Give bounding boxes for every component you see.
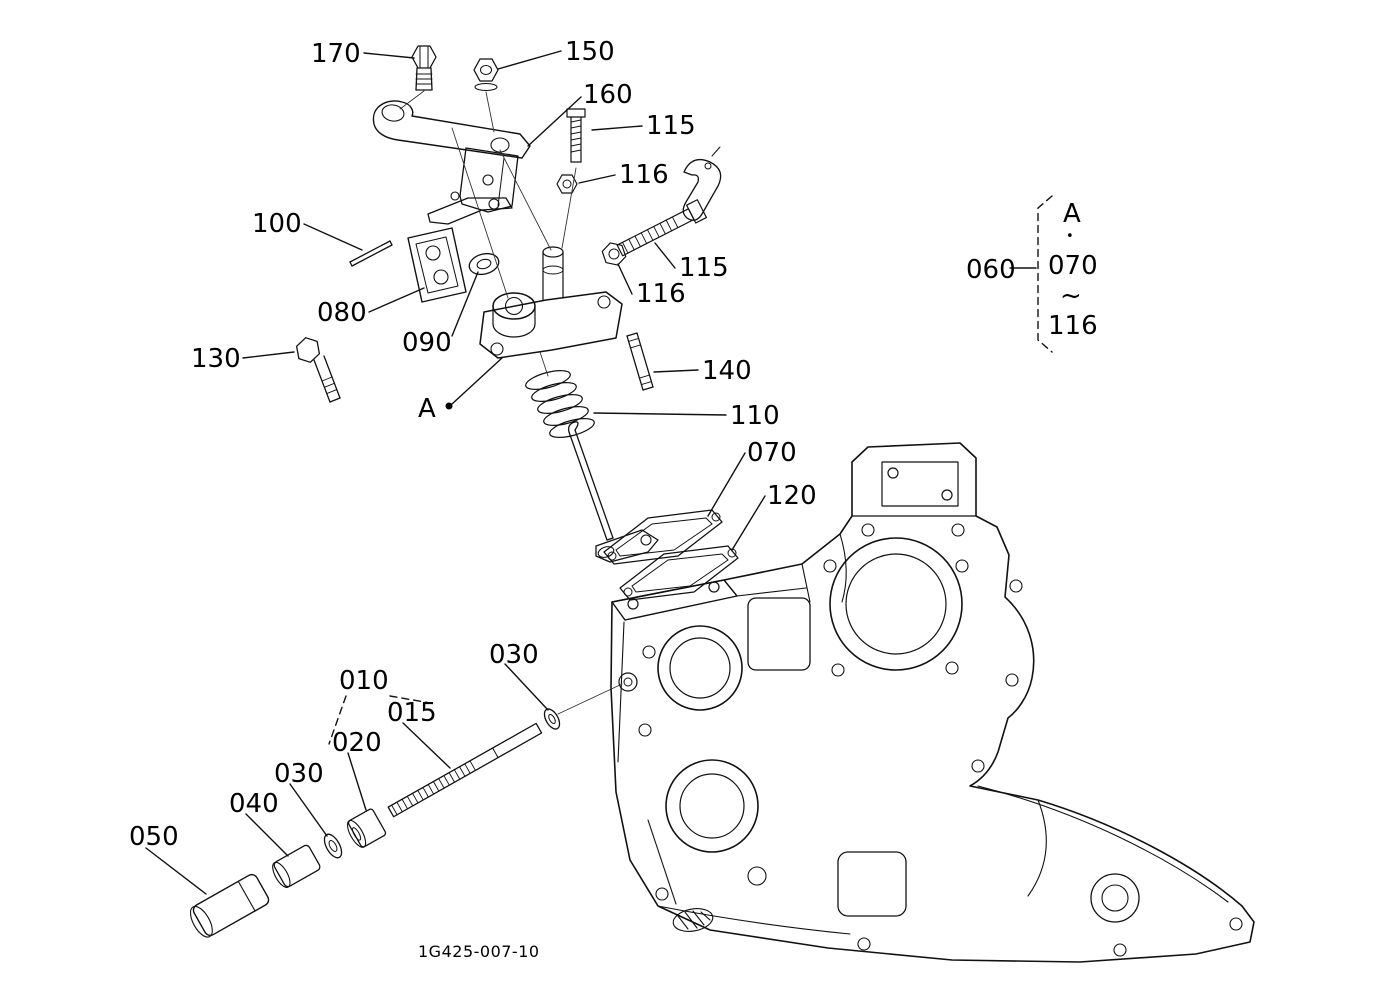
- callout-170-0: 170: [311, 39, 361, 69]
- housing-contours: [617, 533, 1229, 935]
- group-010-dash-right: [389, 695, 437, 705]
- section-marker-a: A: [418, 394, 436, 424]
- part-stud-140: [626, 332, 654, 391]
- group-010-dash-left: [328, 695, 347, 745]
- callout-050-22: 050: [129, 822, 179, 852]
- callout-090-9: 090: [402, 328, 452, 358]
- part-bolt-170: [411, 45, 437, 91]
- callout-116-7: 116: [636, 279, 686, 309]
- part-gasket-070: [603, 509, 723, 565]
- hatched-opening: [672, 908, 714, 932]
- callout-140-11: 140: [702, 356, 752, 386]
- group-brackets: [328, 195, 1053, 745]
- callout-130-10: 130: [191, 344, 241, 374]
- group-060-bracket: [1037, 195, 1053, 353]
- part-washer-030-a: [323, 833, 343, 859]
- callout-010-16: 010: [339, 666, 389, 696]
- callout-115-6: 115: [679, 253, 729, 283]
- bolt-holes: [638, 523, 1243, 957]
- part-nut-150: [473, 58, 499, 92]
- part-spring-110: [525, 370, 595, 438]
- callout-160-2: 160: [583, 80, 633, 110]
- callout-030-17: 030: [489, 640, 539, 670]
- part-stud-115-a: [566, 108, 586, 163]
- part-stud-115-b: [616, 199, 708, 257]
- part-gasket-120: [619, 545, 739, 601]
- leader-lines: [145, 50, 1037, 895]
- callout-115-3: 115: [646, 111, 696, 141]
- callout-060-15: 060: [966, 255, 1016, 285]
- part-bracket-160: [372, 100, 531, 213]
- part-cylinder-050: [189, 873, 270, 938]
- part-washer-030-b: [543, 708, 561, 730]
- callout-040-21: 040: [229, 789, 279, 819]
- drawing-code: 1G425-007-10: [418, 942, 540, 961]
- rod-hole: [618, 672, 638, 692]
- part-hook-lever: [682, 146, 722, 221]
- group-note-~-3: ~: [1060, 281, 1082, 311]
- callout-116-4: 116: [619, 160, 669, 190]
- callout-120-14: 120: [767, 481, 817, 511]
- alignment-lines: [399, 90, 623, 715]
- part-plate-080: [407, 227, 467, 303]
- callout-070-13: 070: [747, 438, 797, 468]
- callout-030-20: 030: [274, 759, 324, 789]
- part-collar-020: [346, 808, 387, 848]
- part-lever-arm: [427, 191, 513, 225]
- group-note-116-4: 116: [1048, 311, 1098, 341]
- gear-case-housing: [610, 442, 1255, 963]
- callout-020-19: 020: [332, 728, 382, 758]
- part-pin-100: [349, 240, 393, 267]
- group-note-•-1: •: [1066, 229, 1074, 244]
- part-rod-015: [387, 722, 543, 818]
- part-bushing-040: [272, 844, 321, 888]
- part-speed-control-plate: [479, 246, 623, 359]
- section-a-dot: [445, 402, 453, 410]
- part-washer-090: [468, 252, 500, 276]
- callout-080-8: 080: [317, 298, 367, 328]
- part-governor-rod: [567, 421, 659, 563]
- group-note-070-2: 070: [1048, 251, 1098, 281]
- part-bolt-130: [295, 337, 341, 403]
- group-note-A-0: A: [1063, 199, 1081, 229]
- callout-150-1: 150: [565, 37, 615, 67]
- callout-015-18: 015: [387, 698, 437, 728]
- callout-110-12: 110: [730, 401, 780, 431]
- callout-100-5: 100: [252, 209, 302, 239]
